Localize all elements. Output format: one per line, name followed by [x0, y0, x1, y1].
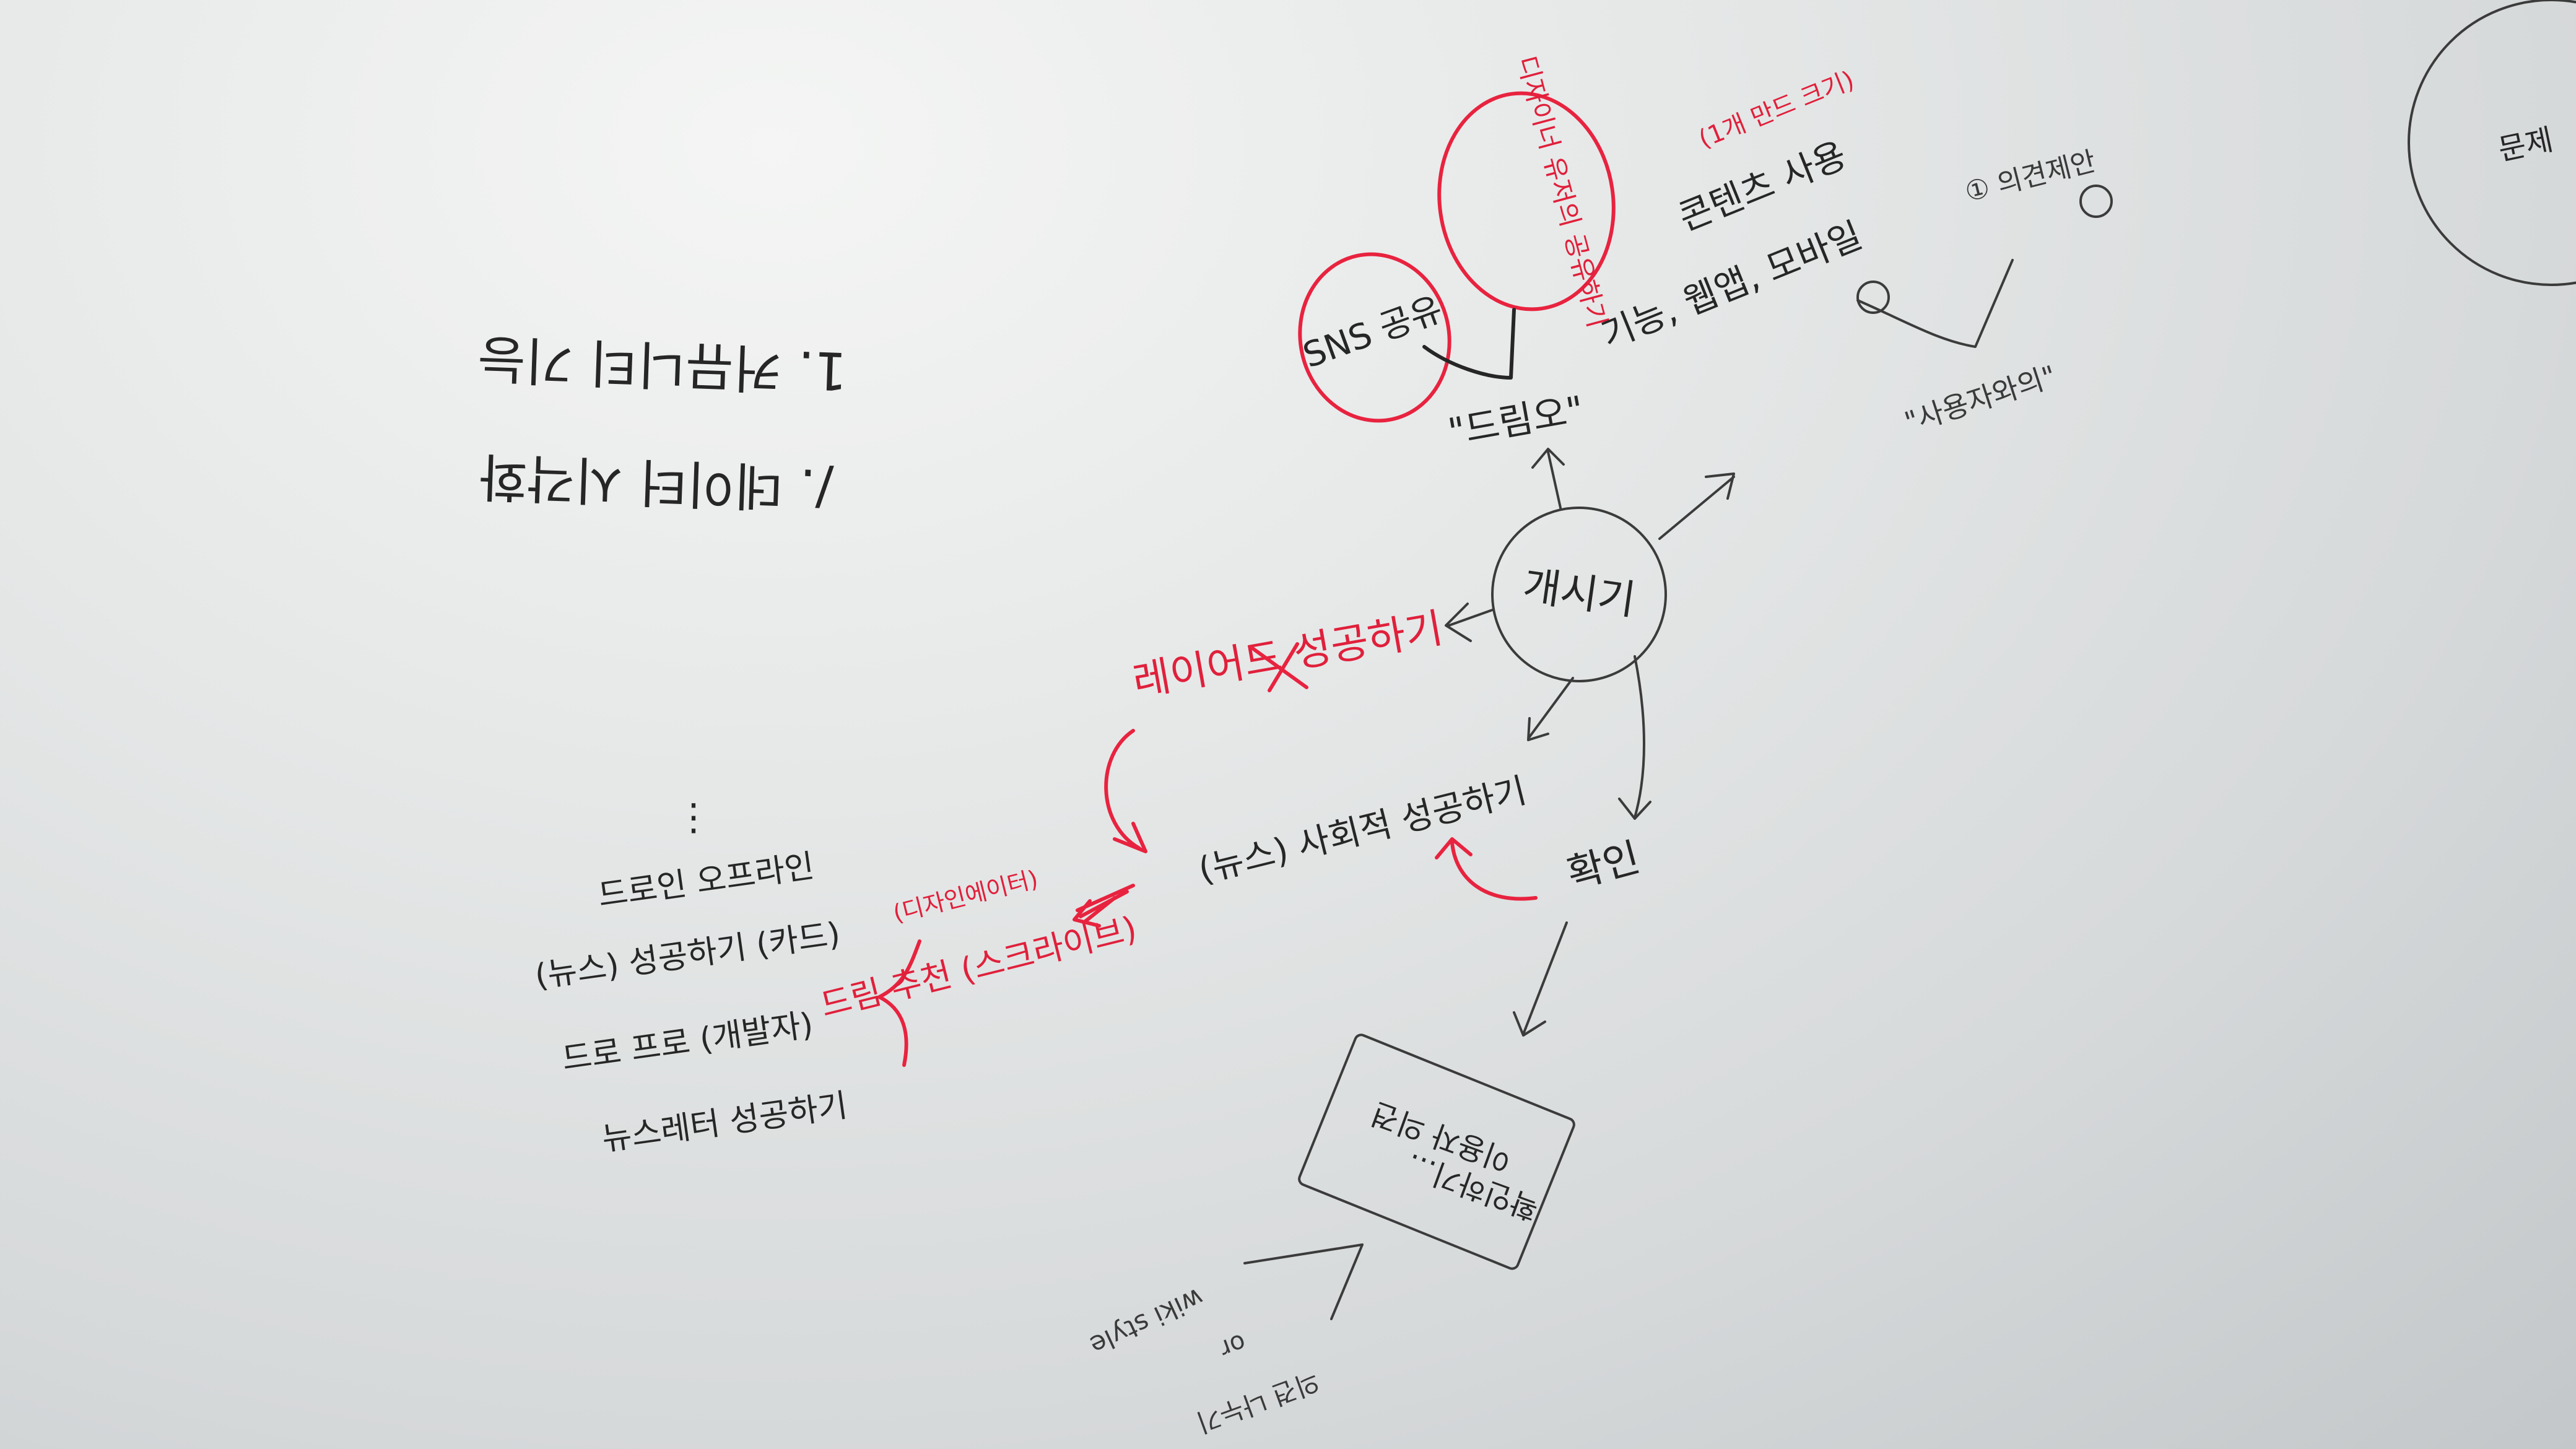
left-note-line-2: /. 데이터 시각화 — [478, 446, 834, 519]
ref-label: ① 의견제안 — [1962, 146, 2099, 209]
note-box — [1298, 1033, 1575, 1270]
right-quote: "사용자와의" — [1900, 359, 2060, 439]
content-line-2: 기능, 웹앱, 모바일 — [1595, 214, 1868, 357]
footer-share: 의견 나누기 — [1193, 1366, 1323, 1438]
red-hatched-arrow — [1073, 884, 1135, 928]
sns-circle — [1298, 252, 1451, 423]
red-label-left: 레이어드 성공하기 — [1129, 604, 1446, 706]
right-branch-lines — [1856, 259, 2014, 348]
left-list-1: 드로인 오프라인 — [596, 848, 816, 915]
designer-label: 디자이너 유저의 공유하기 — [1511, 53, 1612, 331]
connector-top — [1422, 308, 1516, 380]
left-list-4: 뉴스레터 성공하기 — [600, 1087, 850, 1158]
arrow-down — [1618, 655, 1651, 820]
footer-or: or — [1216, 1328, 1250, 1363]
designer-circle — [1437, 91, 1616, 311]
bottom-node-label: 확인 — [1562, 835, 1645, 898]
red-bracket — [877, 939, 921, 1067]
content-line-1: 콘텐츠 사용 — [1673, 134, 1852, 239]
box-lines-down — [1243, 1243, 1364, 1320]
sns-label: SNS 공유 — [1298, 289, 1448, 376]
red-curve-arrow — [1104, 729, 1147, 853]
center-node-label: 개시기 — [1520, 562, 1638, 625]
left-list-2: (뉴스) 성공하기 (카드) — [533, 916, 842, 996]
red-arrow-bottom — [1435, 837, 1538, 901]
red-top-label: (디자인에이터) — [890, 865, 1041, 928]
arrow-up — [1531, 448, 1565, 509]
left-ellipsis: ⋮ — [675, 796, 712, 839]
circle-marker-2 — [1856, 281, 1890, 314]
circle-marker-1 — [2079, 185, 2113, 218]
arrow-up-right — [1658, 472, 1735, 540]
center-node-circle — [1491, 507, 1667, 682]
left-list-3: 드로 프로 (개발자) — [560, 1006, 816, 1078]
arrow-down-left — [1527, 677, 1574, 741]
red-recommend-label: 드림 추천 (스크라이브) — [817, 909, 1141, 1025]
arrow-left — [1445, 603, 1494, 642]
edge-label: 문제 — [2496, 123, 2556, 168]
arrow-to-box — [1513, 921, 1568, 1037]
footer-wiki: wiki style — [1086, 1282, 1208, 1360]
edge-circle — [2408, 0, 2576, 286]
arrow-label-mid: (뉴스) 사회적 성공하기 — [1194, 770, 1531, 890]
left-note-line-1: 1. 커뮤니티 기능 — [477, 328, 848, 402]
red-cross — [1249, 642, 1308, 692]
quote-label: "드림오" — [1445, 388, 1587, 455]
